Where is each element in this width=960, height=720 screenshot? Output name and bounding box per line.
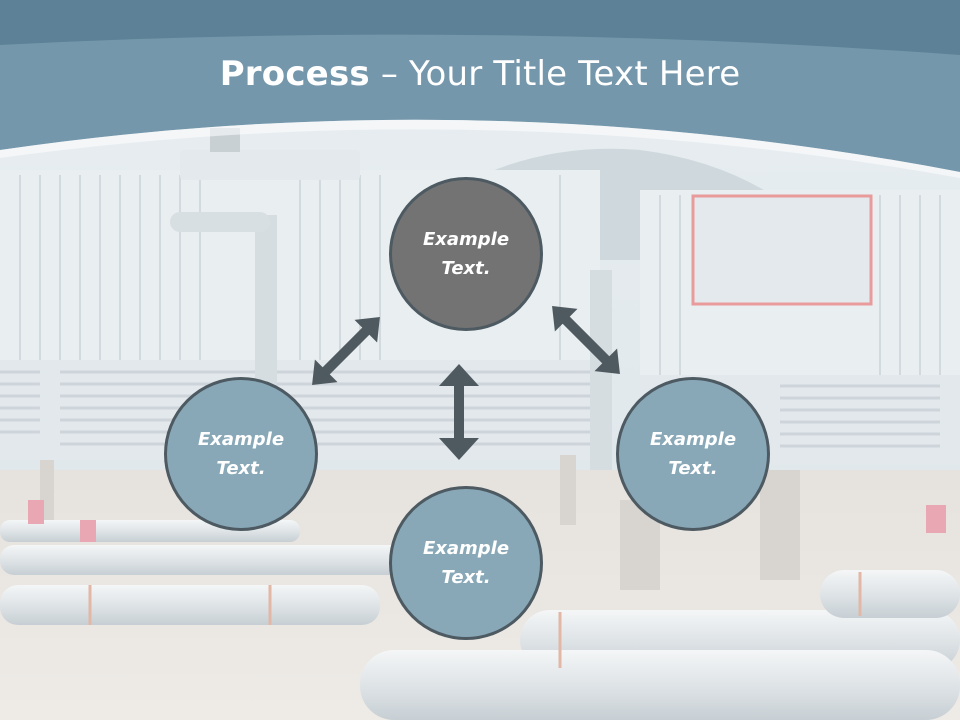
process-node-right[interactable]: Example Text. [616, 377, 770, 531]
process-node-left[interactable]: Example Text. [164, 377, 318, 531]
node-bottom-text: Example Text. [422, 538, 510, 588]
slide-title: Process – Your Title Text Here [0, 52, 960, 96]
node-top-text: Example Text. [422, 229, 510, 279]
node-left-text: Example Text. [197, 429, 285, 479]
process-node-bottom[interactable]: Example Text. [389, 486, 543, 640]
process-node-top[interactable]: Example Text. [389, 177, 543, 331]
title-rest: – Your Title Text Here [369, 54, 741, 94]
title-bold: Process [219, 54, 370, 94]
node-right-text: Example Text. [649, 429, 737, 479]
